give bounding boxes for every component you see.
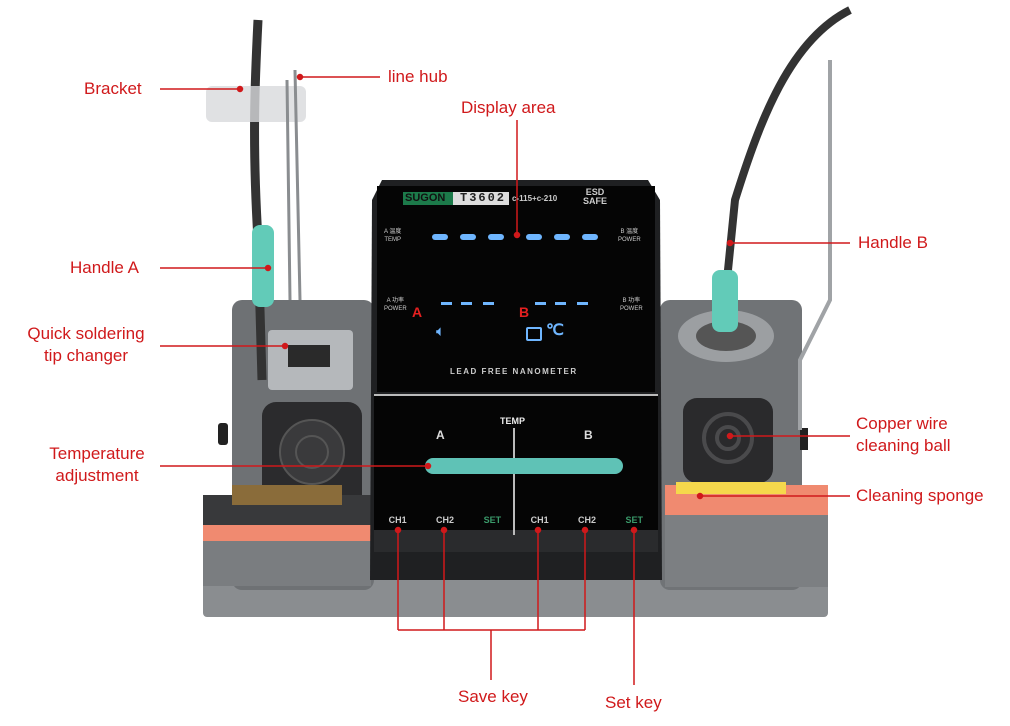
handle-a-cable (250, 19, 267, 381)
callout-save-key: Save key (458, 687, 528, 706)
temp-slider[interactable] (425, 458, 623, 474)
key-ch1-b[interactable]: CH1 (530, 515, 549, 525)
celsius-unit: ℃ (546, 322, 564, 339)
callout-display-area: Display area (461, 98, 556, 117)
key-ch2-b[interactable]: CH2 (577, 515, 596, 525)
brand-label: SUGON (405, 192, 446, 204)
temp-segments (432, 234, 598, 305)
callout-bracket: Bracket (84, 79, 142, 98)
callout-set-key: Set key (605, 693, 662, 712)
channel-b-indicator: B (519, 304, 530, 320)
display-panel (377, 186, 655, 392)
key-ch2-a[interactable]: CH2 (435, 515, 454, 525)
speaker-icon: 🔈︎ (436, 322, 446, 340)
tips (232, 485, 342, 505)
left-sponge-band (203, 525, 371, 541)
model-label: T3602 (460, 191, 507, 205)
tips-label: c-115+c-210 (512, 194, 558, 203)
key-set-b[interactable]: SET (625, 515, 644, 525)
callout-handle-a: Handle A (70, 258, 139, 277)
sponge (676, 482, 786, 494)
lead-free-label: LEAD FREE NANOMETER (450, 367, 578, 376)
handle-b (712, 270, 738, 332)
callout-lines (160, 73, 850, 685)
handle-a (252, 225, 274, 307)
channel-a-indicator: A (412, 304, 423, 320)
callout-handle-b: Handle B (858, 233, 928, 252)
unlock-icon (526, 327, 542, 341)
key-row: CH1 CH2 SET CH1 CH2 SET (374, 515, 658, 525)
copper-ball-bay (683, 398, 773, 483)
callout-cleaning-sponge: Cleaning sponge (856, 486, 984, 505)
slider-a-label: A (436, 428, 445, 442)
temp-slider-title: TEMP (500, 416, 526, 426)
bracket-shape (206, 86, 306, 122)
handle-b-cable (721, 6, 852, 301)
key-set-a[interactable]: SET (483, 515, 502, 525)
callout-line-hub: line hub (388, 67, 448, 86)
key-ch1-a[interactable]: CH1 (388, 515, 407, 525)
slider-b-label: B (584, 428, 593, 442)
